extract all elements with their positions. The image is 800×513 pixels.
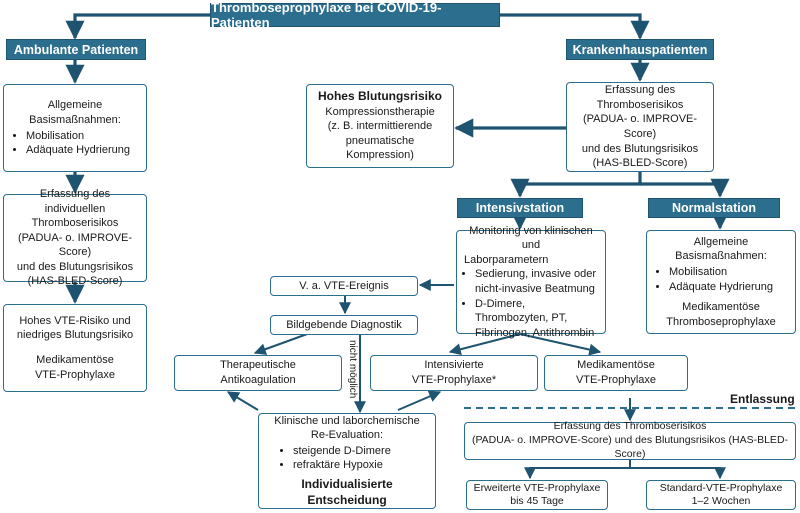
box-discharge-assessment: Erfassung des Thromboserisikos (PADUA- o… (464, 420, 796, 460)
assessment-line: (PADUA- o. IMPROVE-Score) (17, 231, 133, 259)
box-ambulant-prophylaxis: Hohes VTE-Risiko und niedriges Blutungsr… (3, 304, 147, 392)
intensified-line: VTE-Prophylaxe* (411, 374, 497, 386)
box-extended-prophylaxis: Erweiterte VTE-Prophylaxe bis 45 Tage (466, 480, 608, 510)
discharge-assess-line: Erfassung des Thromboserisikos (553, 420, 707, 433)
normal-ward-item: Adäquate Hydrierung (669, 280, 789, 295)
medicinal-line: Medikamentöse (577, 359, 655, 372)
arrow-title-right (500, 13, 650, 40)
not-possible-label: nicht möglich (347, 340, 358, 399)
standard-line: Standard-VTE-Prophylaxe (659, 481, 783, 494)
monitoring-line: Monitoring von klinischen und (469, 224, 593, 252)
header-normal-ward: Normalstation (648, 198, 780, 218)
bleeding-line: pneumatische Kompression) (345, 134, 415, 162)
monitoring-item: Sedierung, invasive oder nicht-invasive … (475, 267, 600, 296)
prophylaxis-line: Hohes VTE-Risiko und (19, 314, 131, 327)
box-icu-monitoring: Monitoring von klinischen und Laborparam… (456, 225, 606, 339)
vte-event-label: V. a. VTE-Ereignis (299, 279, 389, 292)
assessment-line: Thromboserisikos (596, 98, 684, 111)
assessment-line: und des Blutungsrisikos (16, 260, 134, 273)
normal-ward-outro: Thromboseprophylaxe (666, 315, 776, 328)
box-reevaluation: Klinische und laborchemische Re-Evaluati… (258, 413, 436, 509)
prophylaxis-line: Medikamentöse (36, 354, 114, 366)
bleeding-line: (z. B. intermittierende (327, 120, 433, 133)
therapeutic-line: Antikoagulation (220, 374, 296, 386)
medicinal-line: VTE-Prophylaxe (575, 374, 657, 386)
box-high-bleeding-risk: Hohes Blutungsrisiko Kompressionstherapi… (306, 84, 454, 168)
monitoring-line: Laborparametern (464, 253, 549, 266)
normal-ward-outro: Medikamentöse (682, 301, 760, 314)
assessment-line: und des Blutungsrisikos (581, 142, 699, 155)
imaging-label: Bildgebende Diagnostik (286, 318, 402, 331)
box-medicinal-prophylaxis: Medikamentöse VTE-Prophylaxe (544, 355, 688, 391)
discharge-label: Entlassung (730, 392, 795, 406)
reeval-footer: Individualisierte Entscheidung (301, 476, 393, 507)
extended-line: bis 45 Tage (510, 495, 564, 507)
reeval-item: refraktäre Hypoxie (293, 458, 431, 473)
ambulant-basics-item: Adäquate Hydrierung (26, 143, 140, 158)
arrow-title-left (65, 13, 210, 40)
ambulant-basics-intro: Allgemeine Basismaßnahmen: (29, 99, 121, 126)
assessment-line: Erfassung des individuellen (39, 188, 111, 215)
header-hospital: Krankenhauspatienten (566, 39, 714, 60)
discharge-assess-line: (PADUA- o. IMPROVE-Score) und des Blutun… (471, 434, 789, 460)
intensified-line: Intensivierte (424, 359, 484, 372)
page-title: Thromboseprophylaxe bei COVID-19-Patient… (210, 0, 500, 30)
prophylaxis-line: VTE-Prophylaxe (34, 368, 116, 381)
box-imaging: Bildgebende Diagnostik (270, 315, 418, 335)
bleeding-title: Hohes Blutungsrisiko (317, 89, 442, 104)
box-ambulant-basics: Allgemeine Basismaßnahmen: Mobilisation … (3, 84, 147, 172)
assessment-line: (HAS-BLED-Score) (27, 275, 123, 288)
reeval-item: steigende D-Dimere (293, 444, 431, 459)
monitoring-item: D-Dimere, Thrombozyten, PT, Fibrinogen, … (475, 297, 600, 341)
box-therapeutic-anticoagulation: Therapeutische Antikoagulation (174, 355, 342, 391)
assessment-line: Thromboserisikos (31, 217, 119, 230)
box-hospital-assessment: Erfassung des Thromboserisikos (PADUA- o… (566, 82, 714, 172)
normal-ward-item: Mobilisation (669, 265, 789, 280)
box-standard-prophylaxis: Standard-VTE-Prophylaxe 1–2 Wochen (646, 480, 796, 510)
ambulant-basics-item: Mobilisation (26, 129, 140, 144)
standard-line: 1–2 Wochen (691, 495, 751, 507)
box-vte-event: V. a. VTE-Ereignis (270, 276, 418, 296)
extended-line: Erweiterte VTE-Prophylaxe (473, 481, 601, 494)
box-normal-ward: Allgemeine Basismaßnahmen: Mobilisation … (646, 230, 796, 334)
reeval-line: Klinische und laborchemische (274, 414, 420, 427)
header-ambulant: Ambulante Patienten (6, 39, 146, 60)
box-ambulant-assessment: Erfassung des individuellen Thromboseris… (3, 188, 147, 287)
bleeding-line: Kompressionstherapie (325, 105, 435, 118)
box-intensified-prophylaxis: Intensivierte VTE-Prophylaxe* (370, 355, 538, 391)
assessment-line: (HAS-BLED-Score) (592, 157, 688, 170)
header-icu: Intensivstation (457, 198, 583, 218)
assessment-line: Erfassung des (604, 84, 676, 97)
normal-ward-intro: Allgemeine Basismaßnahmen: (675, 235, 767, 263)
prophylaxis-line: niedriges Blutungsrisiko (16, 329, 134, 342)
therapeutic-line: Therapeutische (220, 359, 296, 372)
reeval-line: Re-Evaluation: (310, 429, 384, 442)
assessment-line: (PADUA- o. IMPROVE-Score) (582, 113, 698, 140)
